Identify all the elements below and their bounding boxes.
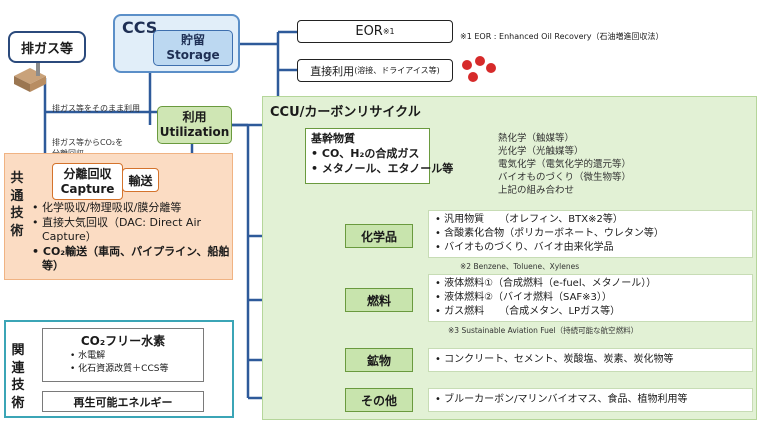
list-item: • 液体燃料①（合成燃料（e-fuel、メタノール））	[435, 278, 657, 289]
side-char: 技	[11, 378, 25, 394]
hydrogen-items: • 水電解 • 化石資源改質＋CCS等	[70, 350, 168, 375]
eor-label: EOR	[355, 24, 383, 39]
list-item: • CO₂輸送（車両、パイプライン、船舶等）	[32, 244, 230, 273]
transport-box: 輸送	[122, 168, 159, 192]
common-tech-side-label: 共 通 技 術	[9, 170, 25, 240]
method-item: 熱化学（触媒等）	[498, 133, 575, 144]
list-item: • 直接大気回収（DAC: Direct Air Capture）	[32, 215, 202, 244]
ccu-title: CCU/カーボンリサイクル	[270, 105, 421, 120]
tomato-icon	[475, 56, 485, 66]
emission-source-box: 排ガス等	[8, 31, 86, 63]
renewable-label: 再生可能エネルギー	[73, 395, 173, 409]
ccs-label: CCS	[122, 18, 158, 37]
base-item: • CO、H₂の合成ガス	[311, 146, 420, 160]
related-tech-side-label: 関 連 技 術	[10, 342, 26, 412]
storage-en: Storage	[166, 48, 220, 62]
eor-box: EOR※1	[297, 20, 453, 43]
side-char: 共	[10, 171, 24, 186]
base-material-text: 基幹物質 • CO、H₂の合成ガス • メタノール、エタノール等	[311, 132, 453, 177]
side-char: 術	[11, 395, 25, 411]
list-item: • 化学吸収/物理吸収/膜分離等	[32, 201, 182, 214]
tomato-icon	[462, 60, 472, 70]
side-char: 通	[10, 188, 24, 204]
side-char: 術	[10, 223, 24, 239]
method-item: 光化学（光触媒等）	[498, 146, 584, 158]
method-item: 電気化学（電気化学的還元等）	[498, 159, 632, 171]
capture-en: Capture	[60, 181, 115, 196]
side-char: 関	[11, 343, 25, 358]
others-detail: • ブルーカーボン/マリンバイオマス、食品、植物利用等	[428, 388, 753, 412]
capture-jp: 分離回収	[63, 166, 112, 181]
list-item: • 液体燃料②（バイオ燃料（SAF※3））	[435, 292, 612, 304]
side-char: 連	[11, 360, 25, 376]
category-label: 燃料	[366, 293, 391, 308]
category-others: その他	[345, 388, 413, 412]
conversion-methods: 熱化学（触媒等） 光化学（光触媒等） 電気化学（電気化学的還元等） バイオものづ…	[498, 132, 631, 198]
list-item: • 汎用物質 （オレフィン、BTX※2等）	[435, 214, 623, 225]
category-chemicals: 化学品	[345, 224, 413, 248]
list-item: • ガス燃料 （合成メタン、LPガス等）	[435, 306, 621, 318]
base-title: 基幹物質	[311, 132, 355, 145]
chemicals-footnote: ※2 Benzene、Toluene、Xylenes	[460, 262, 580, 271]
method-item: バイオものづくり（微生物等）	[498, 172, 632, 184]
category-fuels: 燃料	[345, 288, 413, 312]
list-item: • 化石資源改質＋CCS等	[70, 363, 169, 374]
category-label: 鉱物	[366, 353, 391, 368]
eor-sup: ※1	[382, 27, 395, 36]
fuels-footnote: ※3 Sustainable Aviation Fuel（持続可能な航空燃料）	[448, 326, 639, 335]
hydrogen-box	[42, 328, 204, 382]
list-item: • コンクリート、セメント、炭酸塩、炭素、炭化物等	[435, 354, 674, 365]
direct-detail: (溶接、ドライアイス等)	[354, 66, 440, 75]
transport-label: 輸送	[128, 173, 153, 188]
separate-note-1: 排ガス等からCO₂を	[52, 138, 124, 147]
storage-jp: 貯留	[180, 33, 205, 47]
utilization-en: Utilization	[159, 125, 230, 139]
category-label: 化学品	[360, 229, 397, 244]
common-tech-list: • 化学吸収/物理吸収/膜分離等 • 直接大気回収（DAC: Direct Ai…	[30, 201, 230, 274]
side-char: 技	[10, 206, 24, 222]
eor-footnote: ※1 EOR : Enhanced Oil Recovery（石油増進回収法）	[460, 32, 664, 41]
method-item: 上記の組み合わせ	[498, 185, 575, 197]
factory-icon	[14, 62, 46, 92]
tomato-icon	[468, 72, 478, 82]
chemicals-detail: • 汎用物質 （オレフィン、BTX※2等） • 含酸素化合物（ポリカーボネート、…	[428, 210, 753, 258]
renewable-energy-box: 再生可能エネルギー	[42, 391, 204, 412]
list-item: • バイオものづくり、バイオ由来化学品	[435, 242, 614, 254]
minerals-detail: • コンクリート、セメント、炭酸塩、炭素、炭化物等	[428, 348, 753, 372]
utilization-jp: 利用	[182, 110, 207, 124]
direct-use-box: 直接利用(溶接、ドライアイス等)	[297, 59, 453, 82]
base-material-box	[305, 128, 430, 184]
base-item: • メタノール、エタノール等	[311, 161, 454, 175]
list-item: • ブルーカーボン/マリンバイオマス、食品、植物利用等	[435, 394, 688, 405]
direct-use-note: 排ガス等をそのまま利用	[52, 104, 140, 113]
utilization-box: 利用 Utilization	[157, 106, 232, 144]
capture-box: 分離回収 Capture	[52, 163, 123, 200]
list-item: • 含酸素化合物（ポリカーボネート、ウレタン等）	[435, 228, 664, 240]
emission-source-label: 排ガス等	[20, 41, 73, 57]
fuels-detail: • 液体燃料①（合成燃料（e-fuel、メタノール）） • 液体燃料②（バイオ燃…	[428, 274, 753, 322]
list-item: • 水電解	[70, 351, 106, 361]
hydrogen-title: CO₂フリー水素	[80, 334, 166, 348]
storage-box: 貯留 Storage	[153, 30, 233, 66]
category-minerals: 鉱物	[345, 348, 413, 372]
category-label: その他	[360, 393, 397, 408]
tomato-icon	[486, 63, 496, 73]
direct-label: 直接利用	[310, 64, 355, 78]
